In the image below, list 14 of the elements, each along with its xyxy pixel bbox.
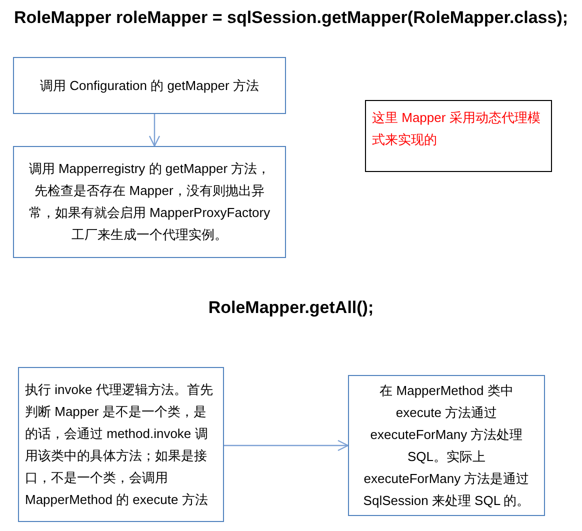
process-box	[13, 146, 286, 258]
note-box	[365, 100, 552, 172]
arrow	[148, 114, 160, 147]
box-text: 调用 Mapperregistry 的 getMapper 方法，先检查是否存在 Mapper，没有则抛出异常，如果有就会启用 MapperProxyFactory 工厂来生成一个代理实例。	[28, 160, 272, 244]
code-heading: RoleMapper.getAll();	[207, 298, 375, 318]
box-text: 执行 invoke 代理逻辑方法。首先判断 Mapper 是不是一个类，是的话，会通过 method.invoke 调用该类中的具体方法；如果是接口，不是一个类，会调用 MapperMethod 的 execute 方法	[25, 380, 214, 509]
title: RoleMapper roleMapper = sqlSession.getMapper(RoleMapper.class);	[12, 8, 570, 28]
box-text: 这里 Mapper 采用动态代理模式来实现的	[372, 109, 542, 149]
process-box	[348, 375, 545, 516]
arrow	[224, 440, 349, 452]
process-box	[13, 57, 286, 114]
process-box	[18, 367, 224, 522]
box-text: 调用 Configuration 的 getMapper 方法	[40, 76, 259, 95]
box-text: 在 MapperMethod 类中 execute 方法通过 executeForMany 方法处理 SQL。实际上 executeForMany 方法是通过 SqlSession 来处理 SQL 的。	[362, 382, 531, 510]
